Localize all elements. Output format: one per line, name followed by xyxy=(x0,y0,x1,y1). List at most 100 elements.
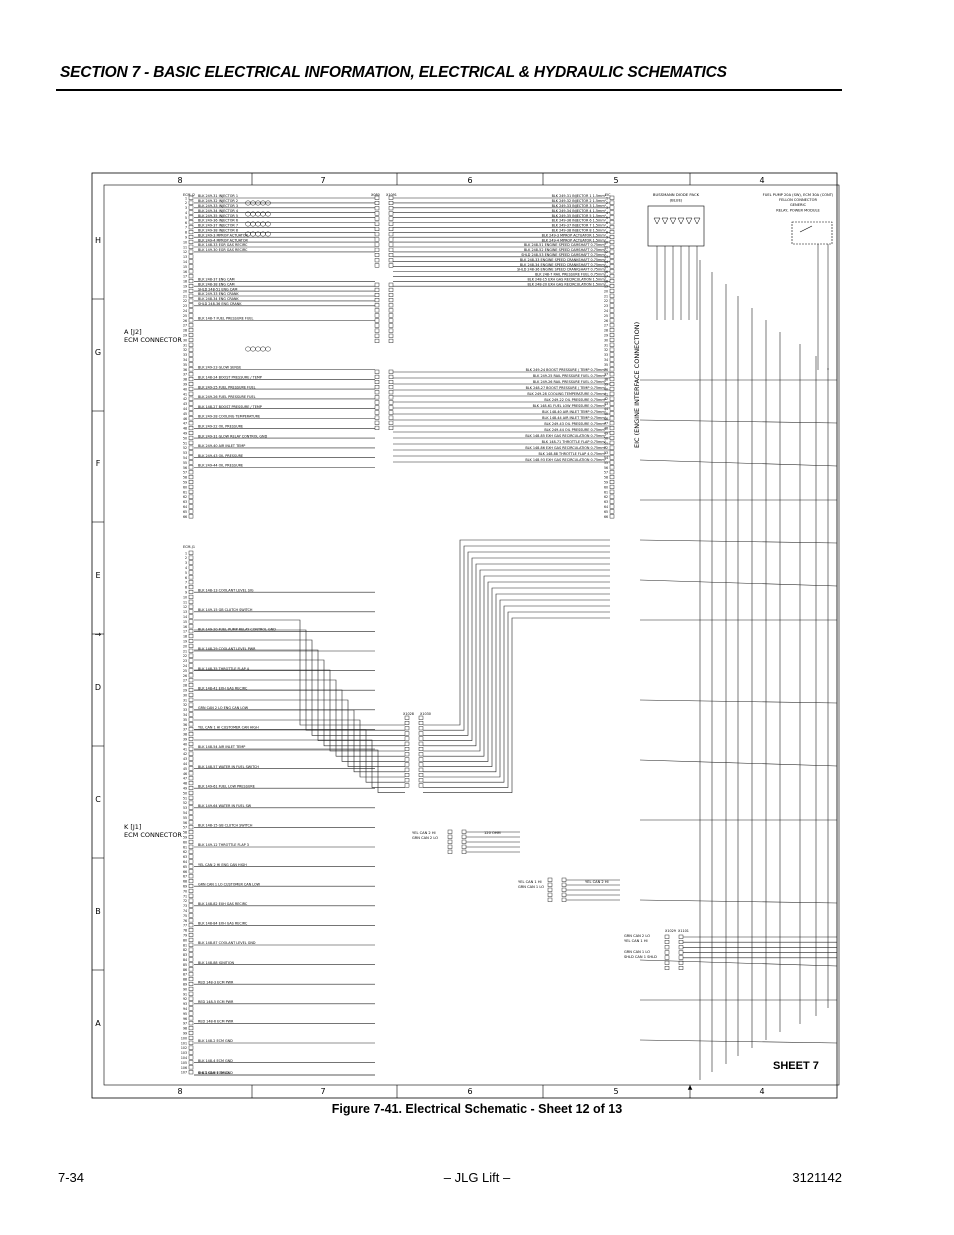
wire-label-right: BLK 249-24 BOOST PRESSURE / TEMP 0.75mm² xyxy=(526,368,607,372)
pin xyxy=(188,908,194,913)
pin-number: 22 xyxy=(183,654,187,658)
twist-loop xyxy=(265,346,271,352)
pin-number: 44 xyxy=(604,407,608,411)
pin xyxy=(188,328,194,333)
connector-can2 xyxy=(447,829,467,854)
pin xyxy=(188,776,194,781)
pin-number: 56 xyxy=(604,466,608,470)
wire-label-left: RED 148-6 ECM PWR xyxy=(198,1020,234,1024)
wire-label-left: BLK 248-37 ENG CAM xyxy=(198,278,235,282)
pin xyxy=(188,653,194,658)
pin xyxy=(188,604,194,609)
pin xyxy=(188,367,194,372)
relay-power-module-label-line: RELAY, POWER MODULE xyxy=(776,208,820,212)
pin-number: 13 xyxy=(183,255,187,259)
pin xyxy=(188,692,194,697)
connector-name-ecm-j1: ECM-J1 xyxy=(183,545,195,549)
pin-number: 45 xyxy=(183,767,187,771)
pin xyxy=(418,783,424,788)
pin-number: 21 xyxy=(604,294,608,298)
twist-loop xyxy=(260,346,266,352)
pin xyxy=(188,259,194,264)
pin-number: 34 xyxy=(604,358,608,362)
wire-mid-right xyxy=(423,563,610,747)
pin-number: 44 xyxy=(183,762,187,766)
pin-number: 23 xyxy=(604,304,608,308)
pin xyxy=(188,673,194,678)
pin xyxy=(609,254,615,259)
relay-contact xyxy=(799,225,813,233)
pin xyxy=(188,445,194,450)
pin xyxy=(609,440,615,445)
pin xyxy=(388,247,394,252)
wire-label-left: BLK 249-44 OIL PRESSURE xyxy=(198,464,243,468)
pin xyxy=(664,945,670,950)
pin xyxy=(374,420,380,425)
pin xyxy=(664,960,670,965)
pin xyxy=(664,934,670,939)
wire-label-left: BLK 148-24 BOOST PRESSURE / TEMP xyxy=(198,376,262,380)
pin-number: 49 xyxy=(183,432,187,436)
pin xyxy=(678,950,684,955)
wire-label-right: BLK 248-51 ENGINE SPEED CAMSHAFT 0.75mm² xyxy=(524,243,607,247)
pin xyxy=(388,282,394,287)
pin-number: 46 xyxy=(183,772,187,776)
pin xyxy=(609,377,615,382)
pin-number: 11 xyxy=(604,245,608,249)
pin xyxy=(188,722,194,727)
pin-number: 99 xyxy=(183,1032,187,1036)
wire-label-right: BLK 249-44 OIL PRESSURE 0.75mm² xyxy=(544,428,606,432)
pin xyxy=(609,342,615,347)
pin xyxy=(404,752,410,757)
pin-number: 36 xyxy=(183,368,187,372)
pin xyxy=(461,839,467,844)
center-marker-left-icon: → xyxy=(95,630,102,639)
pin-number: 58 xyxy=(183,831,187,835)
pin xyxy=(188,575,194,580)
pin xyxy=(388,308,394,313)
pin xyxy=(461,849,467,854)
wire-label-left: BLK 149-20 FUEL PUMP RELAY CONTROL GND xyxy=(198,628,276,632)
pin xyxy=(374,308,380,313)
pin xyxy=(188,470,194,475)
pin-number: 25 xyxy=(604,314,608,318)
pin-number: 31 xyxy=(183,343,187,347)
pin xyxy=(188,1045,194,1050)
relay-power-module-label: FUEL PUMP 20A (SW), ECM 30A (CONT)FELLON… xyxy=(763,193,834,212)
diode-icon xyxy=(661,217,669,225)
eic-pins: 1234567891011121314151617181920212223242… xyxy=(604,195,615,519)
pin xyxy=(388,374,394,379)
wire-label-left: BLK 249-3 MPROP ACTUATOR xyxy=(198,233,249,237)
pin-number: 41 xyxy=(183,747,187,751)
pin-number: 52 xyxy=(183,446,187,450)
horizontal-run xyxy=(639,459,838,467)
connector-name: X1028 xyxy=(403,712,414,716)
pin-number: 43 xyxy=(183,757,187,761)
pin-number: 32 xyxy=(183,703,187,707)
pin xyxy=(547,887,553,892)
pin xyxy=(188,737,194,742)
pin xyxy=(609,293,615,298)
pin xyxy=(188,761,194,766)
pin-number: 28 xyxy=(183,329,187,333)
pin xyxy=(188,771,194,776)
row-label-H: H xyxy=(95,236,101,245)
pin xyxy=(609,308,615,313)
pin xyxy=(188,844,194,849)
pin-number: 87 xyxy=(183,973,187,977)
pin xyxy=(388,287,394,292)
pin xyxy=(374,323,380,328)
pin xyxy=(609,298,615,303)
pin xyxy=(609,337,615,342)
wire-label-left: BLK 148-87 COOLANT LEVEL GND xyxy=(198,941,256,945)
wire-label-left: BLK 249-31 GLOW RELAY CONTROL GND xyxy=(198,434,268,438)
pin-number: 1 xyxy=(185,551,187,555)
pin-number: 30 xyxy=(183,338,187,342)
pin xyxy=(188,830,194,835)
pin xyxy=(404,783,410,788)
pin xyxy=(609,284,615,289)
ecm-k-connector-label-line: ECM CONNECTOR xyxy=(124,831,182,839)
pin xyxy=(188,318,194,323)
pin-number: 53 xyxy=(183,806,187,810)
wire-mid xyxy=(194,649,405,741)
